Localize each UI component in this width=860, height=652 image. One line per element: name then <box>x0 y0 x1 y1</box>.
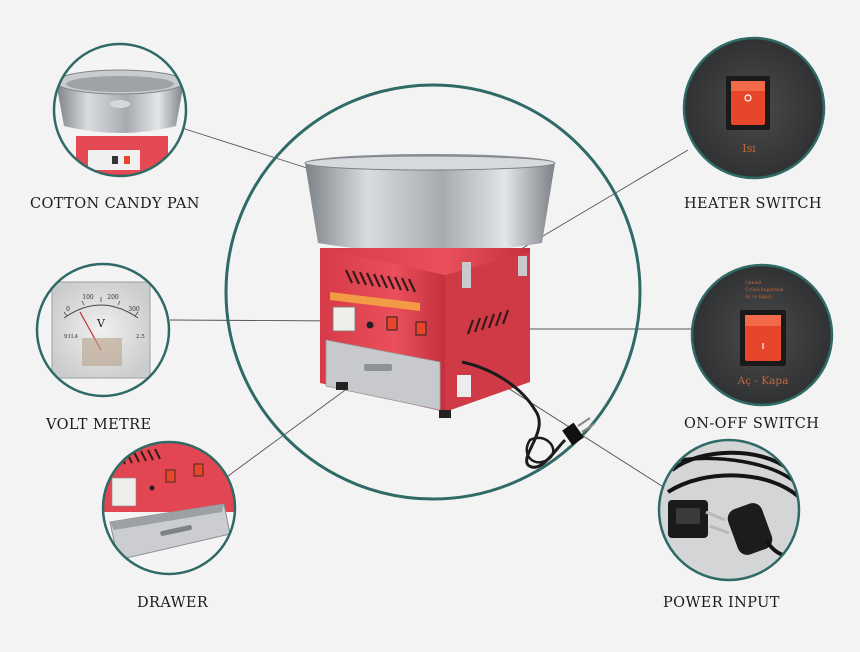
zoom-power-input <box>657 438 801 582</box>
label-power-input: POWER INPUT <box>663 595 780 611</box>
zoom-on-off-switch: Önemli Ürünü kapatmak Aç ve kapat Aç - K… <box>690 263 834 407</box>
meter-class: 2.5 <box>136 334 145 340</box>
onoff-switch-label: Aç - Kapa <box>737 375 789 387</box>
meter-tick-300: 300 <box>128 306 140 313</box>
onoff-fine-3: Aç ve kapat <box>744 294 772 300</box>
main-machine-view <box>224 83 642 501</box>
zoom-heater-switch: Isı <box>682 36 826 180</box>
heater-switch-label: Isı <box>742 142 756 155</box>
onoff-fine-2: Ürünü kapatmak <box>745 286 784 293</box>
label-heater-switch: HEATER SWITCH <box>684 196 822 212</box>
meter-tick-100: 100 <box>82 294 94 301</box>
zoom-drawer <box>101 440 237 576</box>
meter-unit: V <box>96 317 106 330</box>
zoom-volt-metre: V 0 100 200 300 91L4 2.5 <box>35 262 171 398</box>
label-cotton-candy-pan: COTTON CANDY PAN <box>30 196 200 212</box>
meter-model: 91L4 <box>64 334 79 340</box>
onoff-fine-1: Önemli <box>745 279 762 286</box>
connector-volt <box>169 319 344 322</box>
label-drawer: DRAWER <box>137 595 209 611</box>
zoom-cotton-candy-pan <box>52 42 188 178</box>
label-volt-metre: VOLT METRE <box>46 417 152 433</box>
label-on-off-switch: ON-OFF SWITCH <box>684 416 820 432</box>
main-ring <box>224 83 642 501</box>
meter-tick-200: 200 <box>107 294 119 301</box>
meter-tick-0: 0 <box>66 306 70 313</box>
